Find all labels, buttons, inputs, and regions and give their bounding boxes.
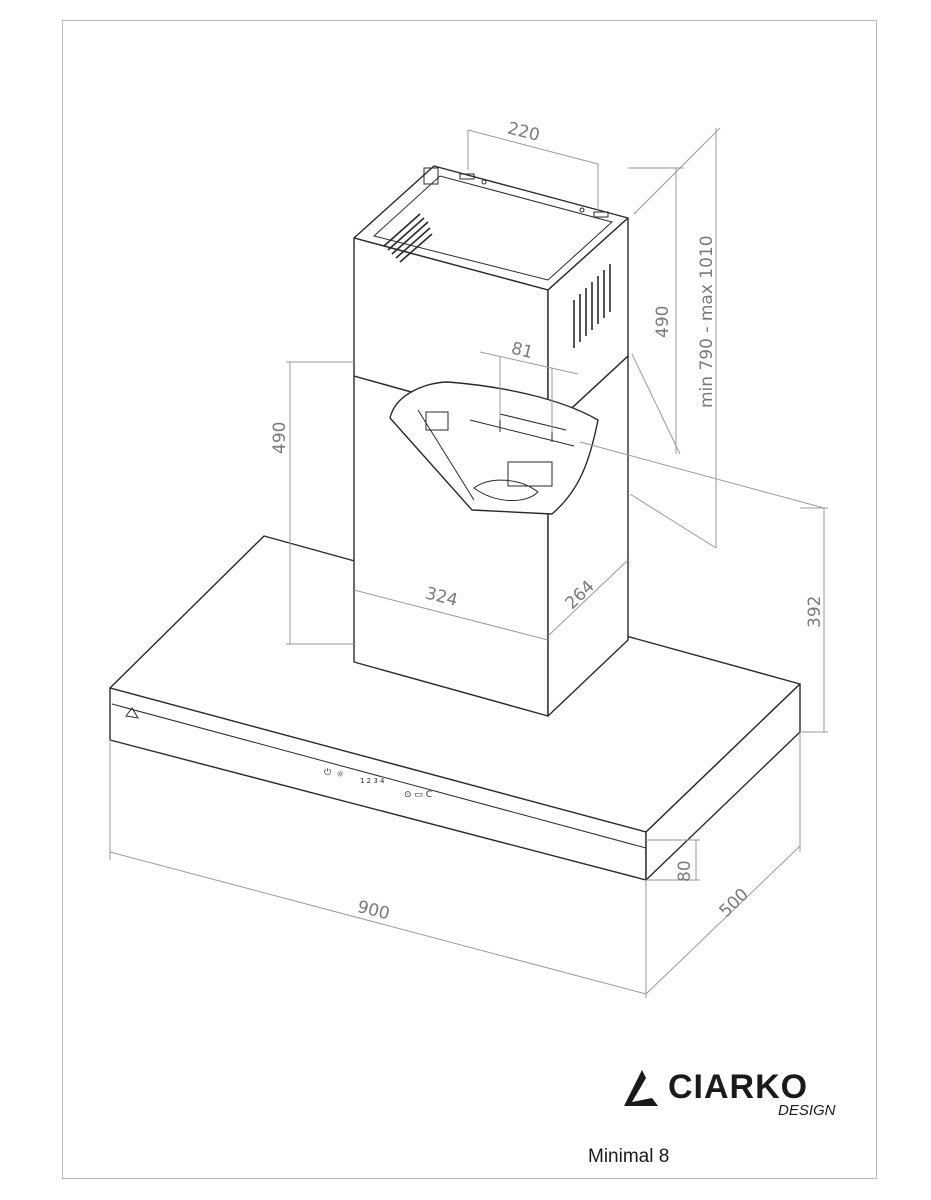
- vent-slots-left: [383, 213, 433, 263]
- brand-subtitle: DESIGN: [778, 1102, 836, 1119]
- dim-label-min-max: min 790 - max 1010: [697, 235, 717, 408]
- fan-housing: [473, 479, 539, 502]
- motor-unit: [507, 461, 553, 487]
- bracket-slot-left: [459, 173, 475, 180]
- dim-label-500: 500: [716, 885, 753, 922]
- ciarko-logo-icon: [624, 1070, 658, 1106]
- bracket-left: [423, 167, 439, 185]
- hood-front-edge: [111, 703, 647, 849]
- drawing-frame: [62, 20, 877, 1179]
- dim-label-490-upper: 490: [653, 306, 673, 338]
- dim-label-392: 392: [805, 596, 825, 628]
- dim-label-80: 80: [675, 860, 695, 882]
- timer-buttons[interactable]: ⊙ ▭ C: [404, 790, 432, 800]
- upper-chimney: [353, 165, 629, 431]
- brand-name: CIARKO: [668, 1068, 809, 1106]
- dim-label-490-lower: 490: [270, 422, 290, 454]
- light-button[interactable]: ☼: [336, 770, 344, 780]
- brand-block: CIARKO DESIGN: [618, 1064, 848, 1124]
- dimension-lines: [109, 127, 828, 998]
- bracket-slot-right: [593, 211, 609, 218]
- dim-label-220: 220: [505, 119, 541, 146]
- control-panel: ⏻ ☼ 1 2 3 4 ⊙ ▭ C: [125, 707, 432, 800]
- speed-buttons[interactable]: 1 2 3 4: [360, 777, 385, 785]
- hood-logo-icon: [125, 707, 139, 719]
- vent-slots-right: [573, 264, 611, 348]
- upper-chimney-side: [547, 217, 629, 431]
- motor-capacitor: [425, 411, 449, 431]
- model-name: Minimal 8: [588, 1146, 670, 1167]
- dim-label-900: 900: [355, 897, 391, 924]
- upper-chimney-opening: [372, 175, 614, 281]
- power-button[interactable]: ⏻: [324, 767, 331, 778]
